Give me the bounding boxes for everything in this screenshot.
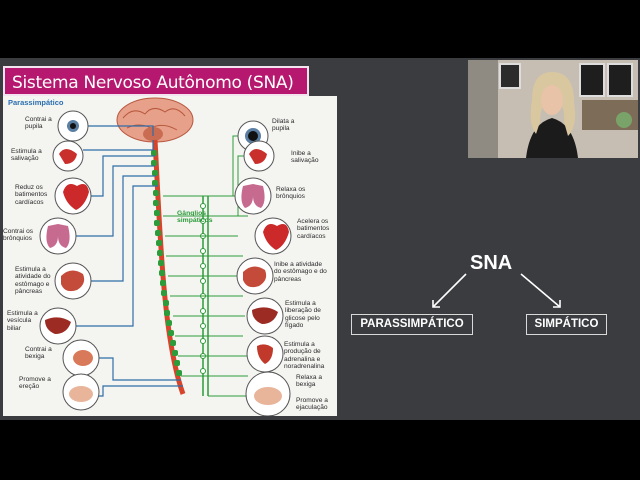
- right-label-6: Estimula a liberação de glicose pelo fíg…: [285, 300, 321, 329]
- right-label-7: Estimula a produção de adrenalina e nora…: [284, 341, 325, 370]
- presenter-webcam: [468, 60, 638, 158]
- slide-title-badge: Sistema Nervoso Autônomo (SNA): [3, 66, 309, 96]
- parasympathetic-heading: Parassimpático: [8, 98, 64, 107]
- sympathetic-ganglia-heading: Gânglios simpáticos: [177, 210, 213, 224]
- right-label-2: Inibe a salivação: [291, 150, 319, 165]
- sna-tree-arrows: [432, 273, 561, 308]
- left-label-3: Reduz os batimentos cardíacos: [15, 184, 48, 206]
- autonomic-nervous-system-diagram: Parassimpático Gânglios simpáticos Contr…: [3, 96, 337, 416]
- sna-root-label: SNA: [470, 252, 513, 274]
- right-organs: [234, 120, 292, 416]
- presenter-image: [468, 60, 638, 158]
- right-label-4: Acelera os batimentos cardíacos: [297, 218, 330, 240]
- left-label-6: Estimula a vesícula biliar: [7, 310, 38, 332]
- left-label-5: Estimula a atividade do estômago e pâncr…: [15, 266, 51, 295]
- left-label-2: Estimula a salivação: [11, 148, 42, 163]
- right-label-8: Relaxa a bexiga: [296, 374, 323, 389]
- left-label-8: Promove a ereção: [19, 376, 51, 391]
- right-label-1: Dilata a pupila: [272, 118, 295, 133]
- left-label-1: Contrai a pupila: [25, 116, 52, 131]
- video-frame: Sistema Nervoso Autônomo (SNA): [0, 58, 640, 420]
- left-organs: [39, 110, 100, 411]
- diagram-illustration: [39, 97, 292, 416]
- slide-title: Sistema Nervoso Autônomo (SNA): [12, 73, 294, 93]
- left-label-4: Contrai os brônquios: [3, 228, 34, 243]
- sympathetic-box: SIMPÁTICO: [526, 314, 607, 335]
- left-label-7: Contrai a bexiga: [25, 346, 52, 361]
- parasympathetic-box: PARASSIMPÁTICO: [351, 314, 473, 335]
- right-label-3: Relaxa os brônquios: [276, 186, 306, 201]
- right-label-5: Inibe a atividade do estômago e do pâncr…: [274, 261, 327, 283]
- right-label-9: Promove a ejaculação: [296, 397, 328, 412]
